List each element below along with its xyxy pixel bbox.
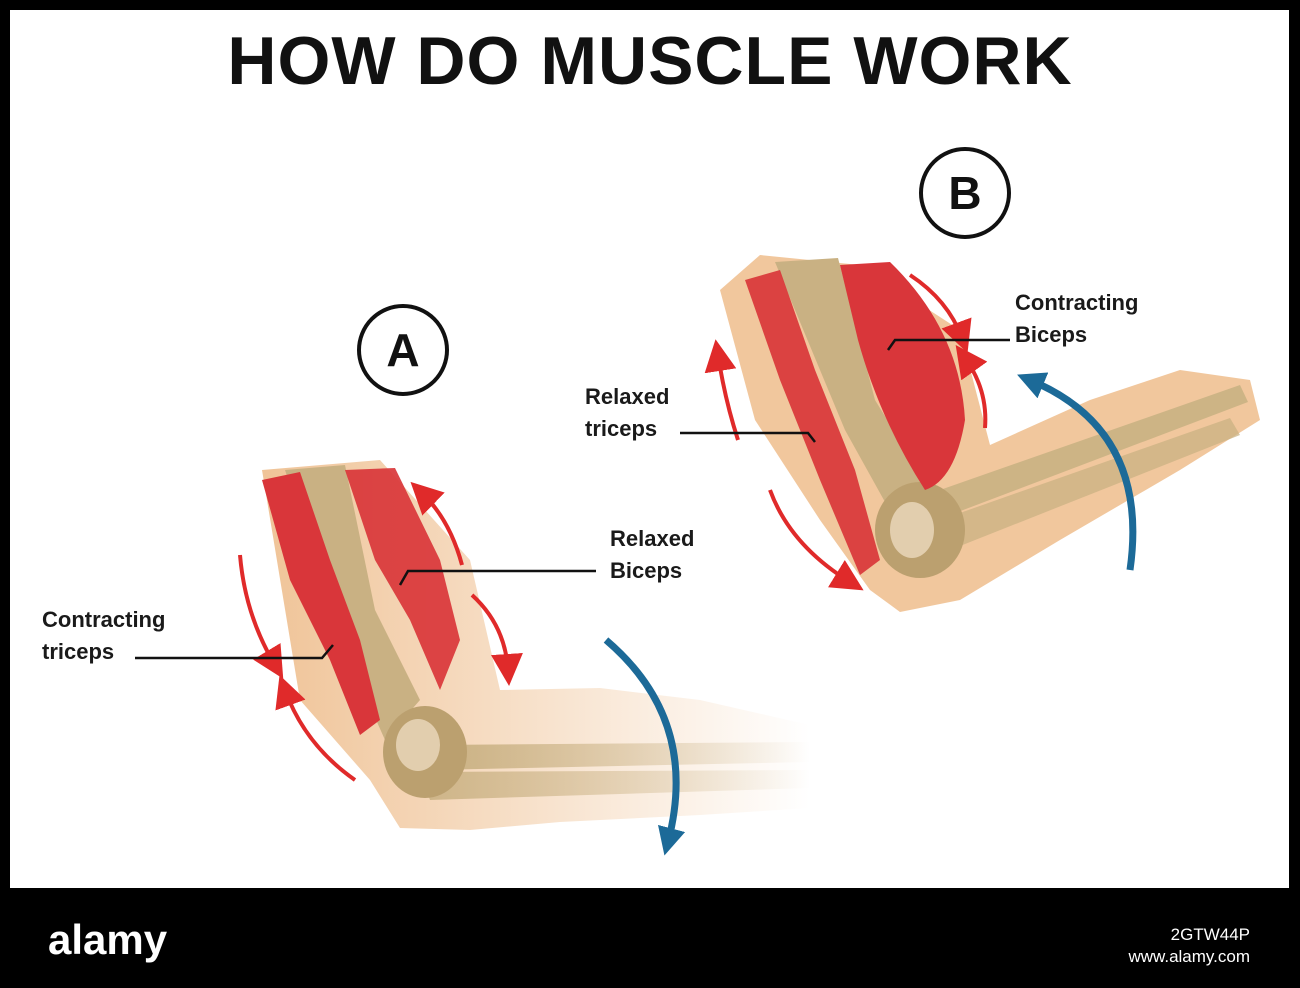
arm-b-tension-arrow-1 (718, 355, 738, 440)
marker-b-letter: B (948, 167, 981, 219)
arm-b: B (680, 149, 1260, 612)
arm-a-tension-arrow-1 (240, 555, 275, 665)
stock-footer: alamy 2GTW44P www.alamy.com (0, 888, 1300, 988)
label-relaxed-biceps: Relaxed Biceps (610, 523, 694, 587)
label-contracting-biceps: Contracting Biceps (1015, 287, 1138, 351)
image-id: 2GTW44P (1128, 924, 1250, 946)
arm-a: A (135, 306, 810, 842)
label-contracting-triceps: Contracting triceps (42, 604, 165, 668)
brand-logo: alamy (48, 916, 167, 964)
stock-image-info: 2GTW44P www.alamy.com (1128, 924, 1250, 968)
label-relaxed-triceps: Relaxed triceps (585, 381, 669, 445)
marker-a-letter: A (386, 324, 419, 376)
site-url: www.alamy.com (1128, 946, 1250, 968)
